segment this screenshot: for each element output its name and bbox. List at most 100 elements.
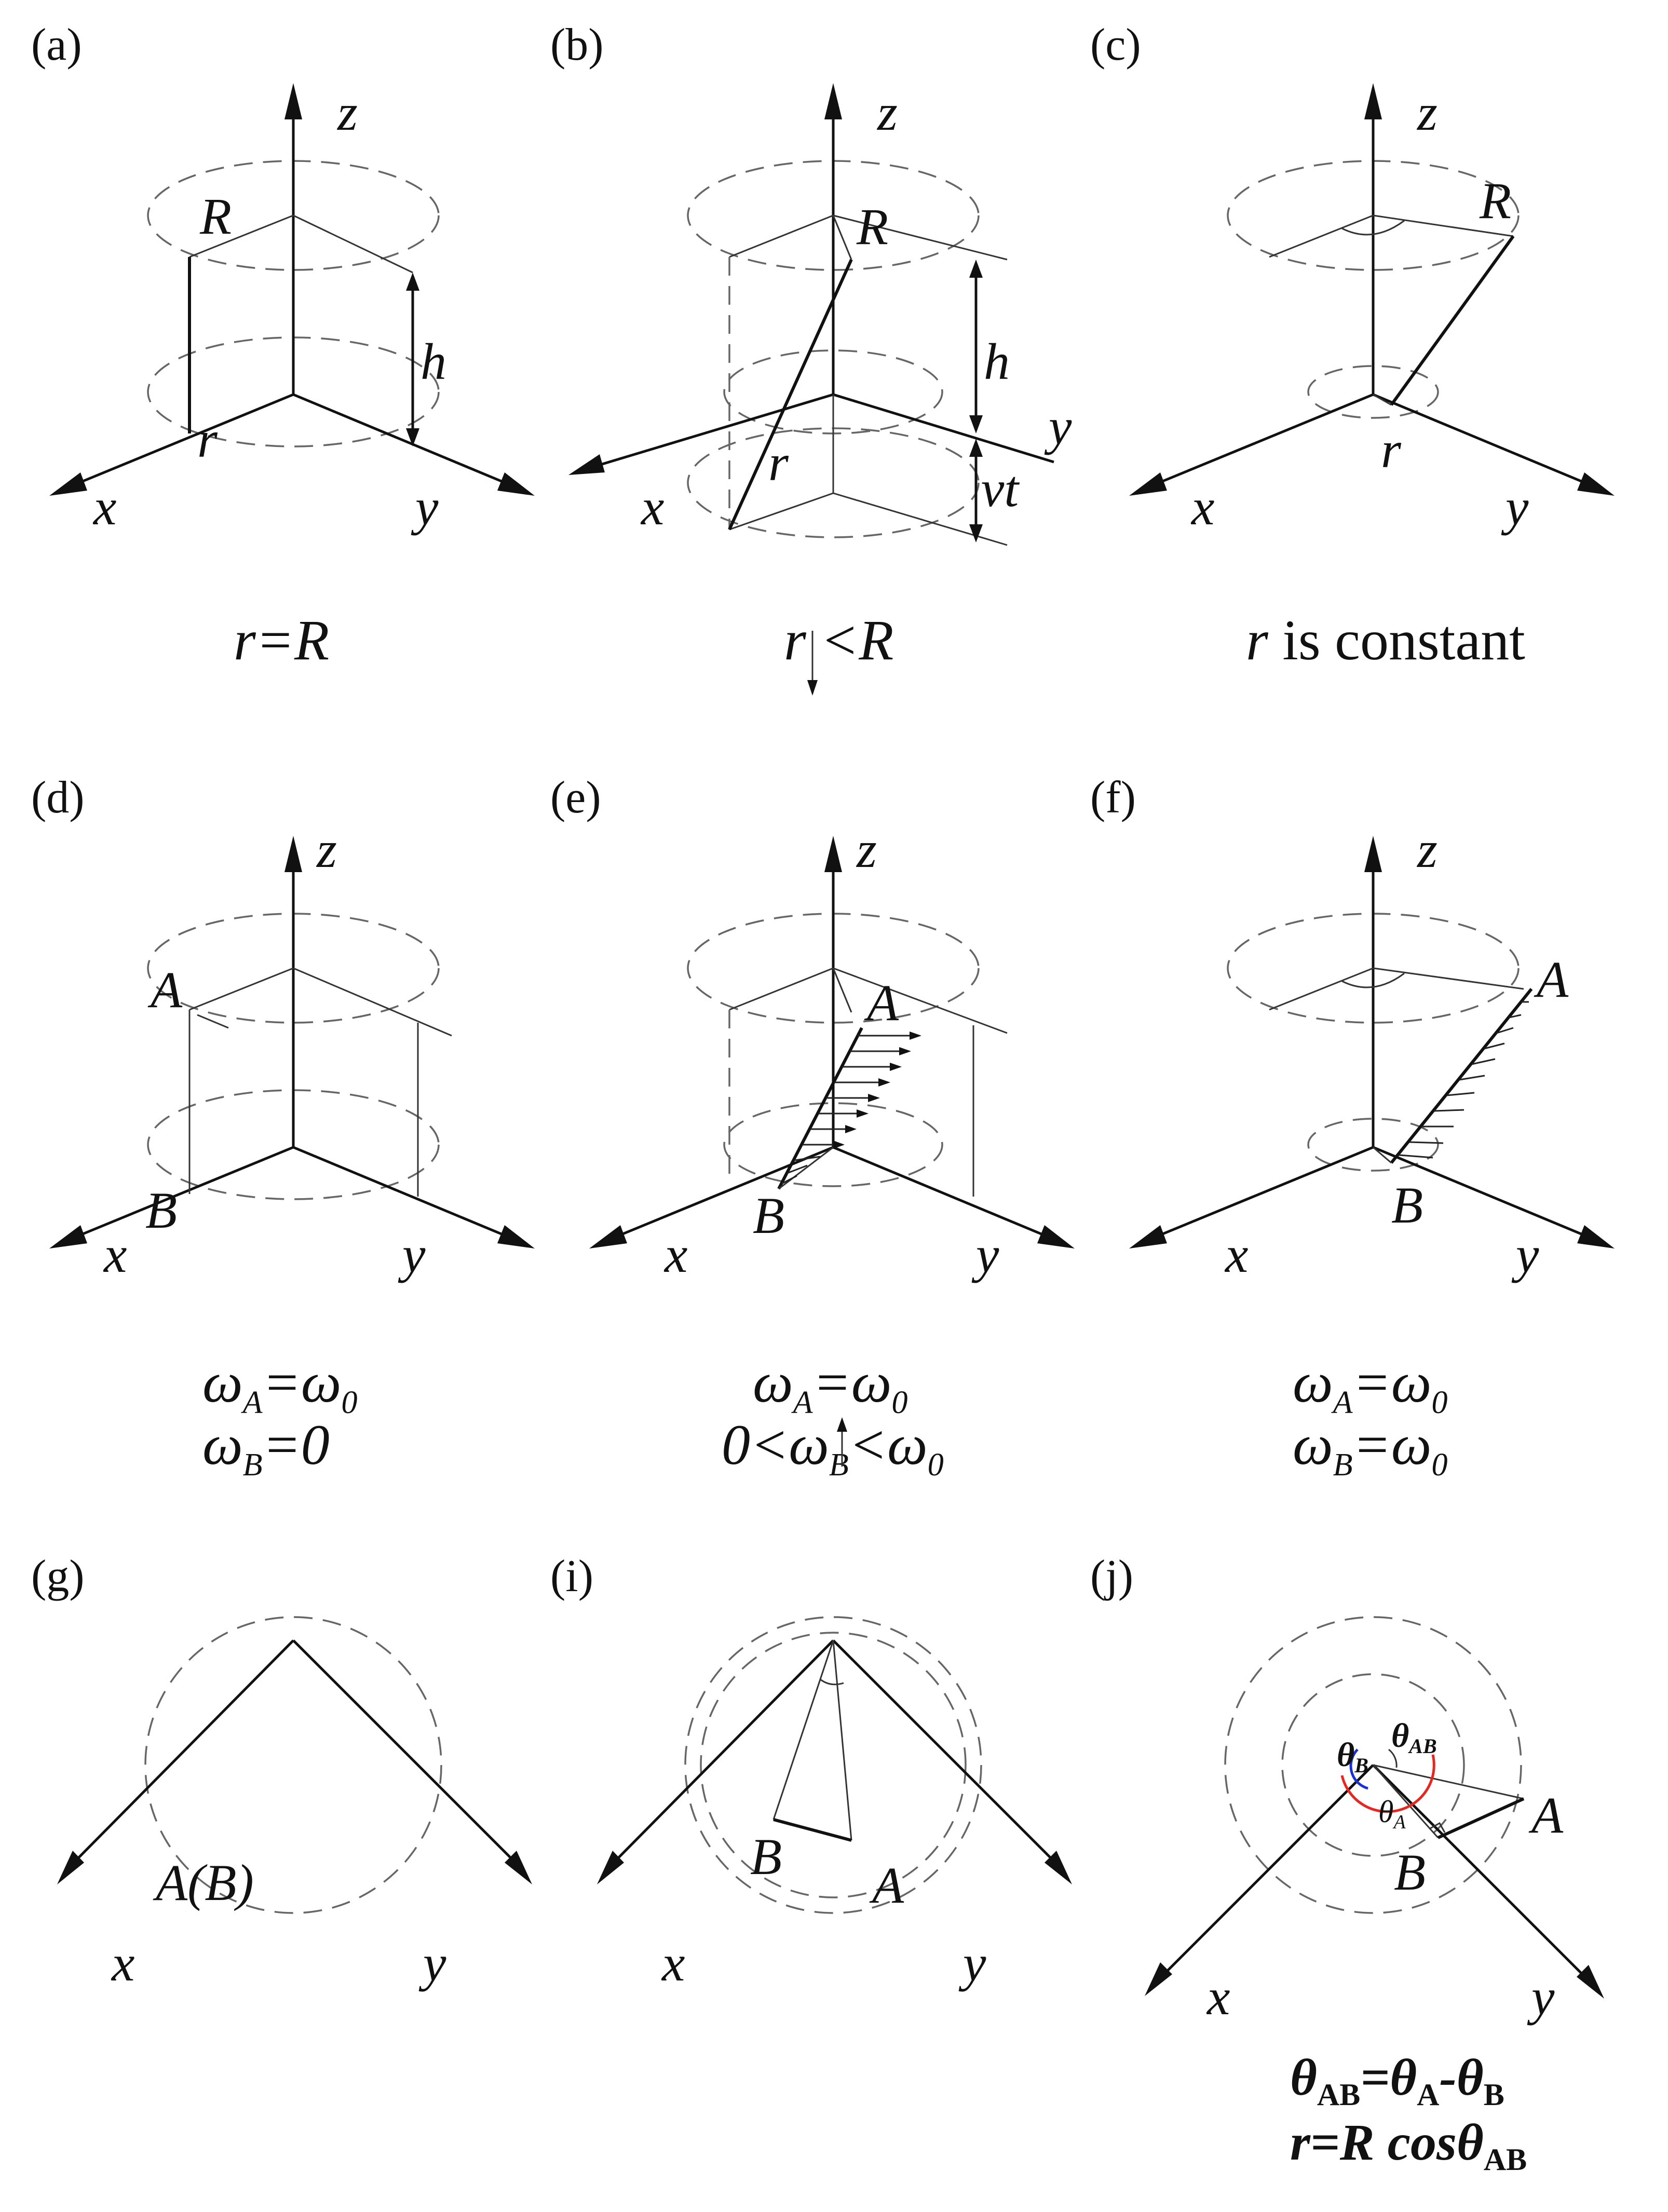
sub: B — [243, 1447, 263, 1483]
angle-arc — [820, 1678, 844, 1686]
label-B: B — [1394, 1843, 1426, 1901]
eq-d-2: ωB=0 — [202, 1413, 330, 1483]
label-x: x — [661, 1934, 685, 1992]
theta: θ — [1391, 1717, 1409, 1755]
y-axis — [293, 393, 512, 487]
arc-thetaB — [1349, 1748, 1368, 1790]
label-z: z — [1416, 821, 1438, 878]
omega: ω — [202, 1351, 243, 1414]
label-y: y — [1511, 1226, 1539, 1283]
outer-circle — [684, 1616, 982, 1914]
panel-label-e: (e) — [550, 772, 601, 823]
y-axis — [1373, 393, 1592, 487]
lhs: θ — [1290, 2048, 1317, 2106]
chord-AB — [773, 1818, 852, 1842]
label-B: B — [753, 1187, 784, 1244]
rsub: 0 — [1431, 1385, 1447, 1420]
short-link — [1373, 1146, 1392, 1164]
z-arrowhead — [1364, 83, 1382, 119]
panel-label-b: (b) — [550, 20, 604, 70]
rsub: 0 — [1431, 1447, 1447, 1483]
middle-circle — [723, 1102, 943, 1187]
label-x: x — [92, 478, 116, 536]
eq-arrowhead — [837, 1417, 847, 1432]
radius-B — [1372, 1765, 1439, 1838]
right-angle-mark — [1430, 1822, 1446, 1833]
x-arrowhead — [568, 454, 605, 475]
label-y: y — [1044, 398, 1072, 455]
eq-f-2: ωB=ω0 — [1293, 1413, 1447, 1483]
x-axis — [1152, 393, 1374, 487]
sub: B — [1333, 1447, 1353, 1483]
y-arrowhead — [1577, 1225, 1615, 1249]
x-axis — [1159, 1764, 1374, 1979]
label-x: x — [1224, 1226, 1248, 1283]
label-R: R — [856, 198, 888, 255]
panel-f: (f) A B x y z ωA=ω0 — [1090, 772, 1615, 1483]
label-y: y — [411, 478, 439, 536]
angle-arc — [1341, 220, 1405, 236]
slant-line — [1390, 235, 1515, 406]
dsub: B — [1484, 2078, 1504, 2112]
radius-B — [772, 1640, 834, 1820]
y-arrowhead — [1037, 1225, 1075, 1249]
y-arrowhead — [497, 1225, 535, 1249]
slant-line — [1390, 988, 1533, 1164]
panel-i: (i) B A x y — [550, 1551, 1072, 1992]
label-AB: A(B) — [153, 1854, 254, 1911]
omega: ω — [1293, 1413, 1333, 1476]
label-A: A — [869, 1856, 904, 1914]
y-axis — [293, 1146, 512, 1240]
short-link — [832, 215, 852, 260]
label-thetaA: θA — [1378, 1795, 1406, 1833]
y-arrowhead — [1577, 1965, 1604, 1999]
label-y: y — [418, 1934, 446, 1992]
caption-c-rest: is constant — [1268, 608, 1525, 672]
label-x: x — [1190, 478, 1214, 536]
x-arrowhead — [1129, 472, 1167, 496]
label-z: z — [336, 84, 358, 141]
x-arrowhead — [597, 1851, 624, 1884]
label-x: x — [111, 1934, 134, 1992]
label-B: B — [145, 1182, 177, 1239]
caption-b-r: r — [784, 608, 807, 672]
circle — [144, 1616, 442, 1914]
label-x: x — [103, 1226, 127, 1283]
omega: ω — [202, 1413, 243, 1476]
sub: A — [1331, 1385, 1353, 1420]
caption-c-var: r — [1246, 608, 1269, 672]
rhs: <ω — [849, 1413, 928, 1476]
eq-e-1: ωA=ω0 — [753, 1351, 907, 1420]
small-circle — [1307, 1118, 1439, 1172]
radius-A — [1373, 1764, 1524, 1800]
label-h: h — [421, 333, 446, 390]
sub: AB — [1407, 1734, 1436, 1758]
top-radius-y — [1373, 214, 1514, 237]
rsub: 0 — [341, 1385, 357, 1420]
top-radius-y — [293, 214, 413, 274]
caption-b-rest: <R — [820, 608, 893, 672]
dash: -θ — [1440, 2048, 1484, 2106]
z-arrowhead — [824, 836, 842, 872]
x-axis — [72, 393, 294, 487]
msub: A — [1417, 2078, 1439, 2112]
label-R: R — [199, 187, 232, 245]
label-y: y — [1527, 1968, 1555, 2026]
pre: r=R cosθ — [1290, 2113, 1484, 2171]
inner-circle — [700, 1632, 967, 1898]
label-A: A — [864, 974, 899, 1032]
x-arrowhead — [1145, 1962, 1172, 1996]
sub: A — [1392, 1811, 1406, 1833]
top-radius-x — [729, 214, 834, 258]
angle-arc — [1341, 972, 1405, 988]
A-tick — [197, 1014, 229, 1029]
label-A: A — [1528, 1786, 1564, 1844]
slant-line — [728, 259, 853, 531]
label-r: r — [768, 434, 789, 492]
label-thetaAB: θAB — [1391, 1717, 1437, 1758]
top-radius-x — [1269, 967, 1374, 1011]
panel-label-j: (j) — [1090, 1551, 1133, 1602]
sub: A — [791, 1385, 813, 1420]
x-axis — [591, 393, 834, 469]
panel-label-a: (a) — [31, 20, 82, 70]
